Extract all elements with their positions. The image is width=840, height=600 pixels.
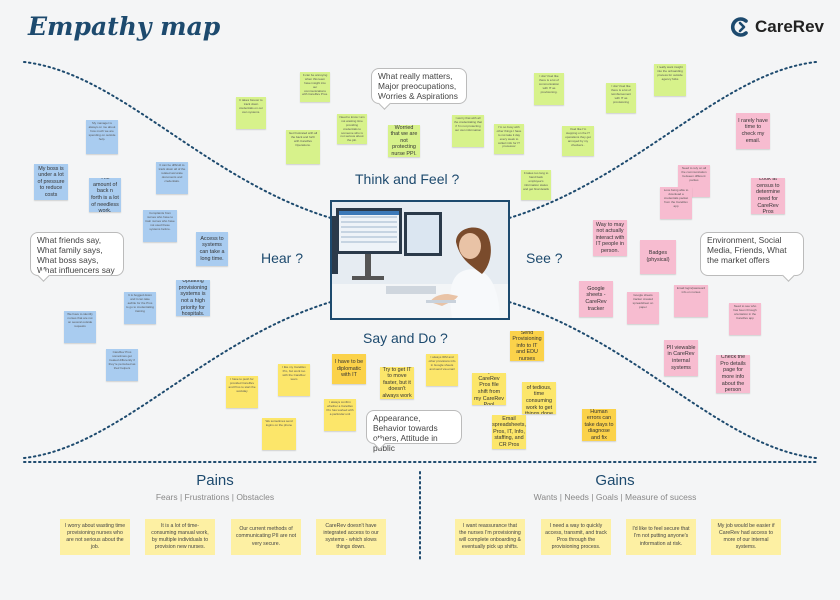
sticky-note: It can be difficult to track down all of… — [156, 162, 188, 194]
sticky-note: Way to may not actually interact with IT… — [593, 220, 627, 256]
sticky-note: Human errors can take days to diagnose a… — [582, 409, 616, 441]
sticky-note: It is bogged down and it can take awhile… — [124, 292, 156, 324]
sticky-note: Require CareRev Pros file shift from my … — [472, 373, 506, 405]
sticky-note: I'm so busy with other things I have to … — [494, 124, 524, 154]
sticky-note: I like my CareRev Pro, but work too with… — [278, 364, 310, 396]
sticky-note: Check the Pro details page for more info… — [716, 355, 750, 393]
sticky-note: I have to push for provided CareRev and … — [226, 376, 258, 408]
sticky-note: Google sheets tracker created spreadshee… — [627, 292, 659, 324]
pain-note: Our current methods of communicating PII… — [231, 519, 301, 555]
sticky-note: Need to see who has been through orienta… — [729, 303, 761, 335]
sticky-note: It takes forever to track down credentia… — [236, 97, 266, 129]
sticky-note: Updating provisioning systems is not a h… — [176, 280, 210, 316]
sticky-note: Email login/password info on nurses — [674, 285, 708, 317]
quadrant-think-feel-label: Think and Feel ? — [355, 171, 460, 187]
page-title: Empathy map — [28, 12, 221, 41]
see-prompt-bubble: Environment, Social Media, Friends, What… — [700, 232, 804, 276]
carerev-logo-icon — [730, 17, 748, 37]
gain-note: My job would be easier if CareRev had ac… — [711, 519, 781, 555]
sticky-note: Love being able to download a credential… — [660, 187, 692, 219]
sticky-note: Get frustrated with all the back and for… — [286, 130, 320, 164]
center-photo — [330, 200, 510, 320]
sticky-note: Email spreadsheets, Pros, IT, Info, staf… — [492, 415, 526, 449]
sticky-note: I don't feel like there is a lot of reim… — [606, 83, 636, 113]
sticky-note: Send Provisioning info to IT and EDU nur… — [510, 331, 544, 361]
pain-note: CareRev doesn't have integrated access t… — [316, 519, 386, 555]
gains-title: Gains — [595, 472, 635, 489]
sticky-note: Need to know I am not wasting time provi… — [337, 114, 367, 144]
sticky-note: Google sheets - CareRev tracker — [579, 281, 613, 317]
gain-note: I need a way to quickly access, transmit… — [541, 519, 611, 555]
pain-note: I worry about wasting time provisioning … — [60, 519, 130, 555]
sticky-note: My manager is always on me about how muc… — [86, 120, 118, 154]
sticky-note: Access to systems can take a long time. — [196, 232, 228, 266]
pains-subtitle: Fears | Frustrations | Obstacles — [155, 492, 275, 502]
quadrant-see-label: See ? — [526, 250, 563, 266]
sticky-note: I really want insight into the onboardin… — [654, 64, 686, 96]
sticky-note: My boss is under a lot of pressure to re… — [34, 164, 68, 200]
sticky-note: I rarely have time to check my email. — [736, 113, 770, 149]
sticky-note: I have to be diplomatic with IT — [332, 354, 366, 384]
sticky-note: Look at census to determine need for Car… — [751, 178, 785, 214]
gains-subtitle: Wants | Needs | Goals | Measure of suces… — [533, 492, 697, 502]
sticky-note: Badges (physical) — [640, 240, 676, 274]
sticky-note: I always confirm whether a CareRev Pro h… — [324, 399, 356, 431]
sticky-note: Try to get IT to move faster, but it doe… — [380, 367, 414, 399]
sticky-note: We sometimes send logins on the phone — [262, 418, 296, 450]
sticky-note: It can be annoying when this team have i… — [300, 72, 330, 102]
sticky-note: I don't feel like there is a lot of comm… — [534, 73, 564, 105]
brand-logo: CareRev — [729, 16, 824, 38]
sticky-note: Complaints from nurses who have to train… — [143, 210, 177, 242]
nurse-at-computer-illustration — [332, 202, 508, 318]
sticky-note: The amount of back n forth is a lot of n… — [89, 178, 121, 212]
sticky-note: It takes a lot of tedious, time consumin… — [522, 382, 556, 414]
sticky-note: PII viewable in CareRev internal systems — [664, 340, 698, 376]
brand-name: CareRev — [755, 17, 824, 36]
sticky-note: I worry that with all the credentialing … — [452, 115, 484, 147]
sticky-note: We have to identify nurses that are not … — [64, 311, 96, 343]
gain-note: I want reassurance that the nurses I'm p… — [455, 519, 525, 555]
pain-note: It is a lot of time-consuming manual wor… — [145, 519, 215, 555]
sticky-note: CareRev Pros sometimes get treated diffe… — [106, 349, 138, 381]
sticky-note: I always IDM and other provisions info i… — [426, 354, 458, 386]
sticky-note: Worried that we are not protecting nurse… — [388, 125, 420, 157]
hear-prompt-bubble: What friends say, What family says, What… — [30, 232, 124, 276]
gain-note: I'd like to feel secure that I'm not put… — [626, 519, 696, 555]
quadrant-say-do-label: Say and Do ? — [363, 330, 448, 346]
say-prompt-bubble: Appearance, Behavior towards others, Att… — [366, 410, 462, 453]
pains-title: Pains — [196, 472, 234, 489]
quadrant-hear-label: Hear ? — [261, 250, 304, 266]
sticky-note: I feel like I'm stepping on the IT opera… — [562, 126, 594, 156]
think-prompt-bubble: What really matters, Major preocupations… — [371, 68, 467, 104]
sticky-note: It takes too long to hand back employee'… — [521, 170, 551, 200]
